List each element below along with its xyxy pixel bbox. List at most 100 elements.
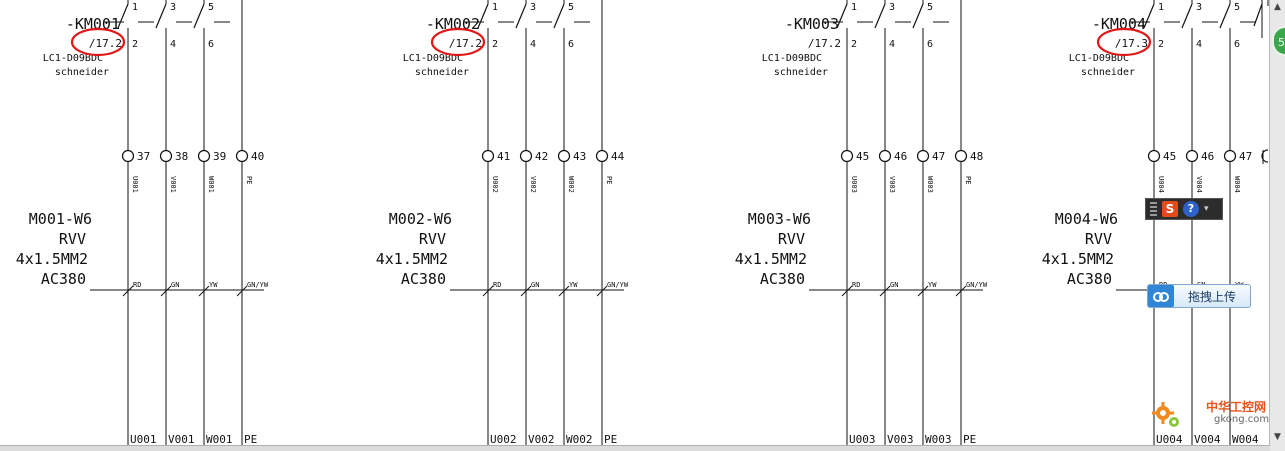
core-color: YW [928,281,937,289]
terminal-number: 45 [856,150,869,163]
pole-number-bottom: 4 [530,39,536,50]
pole-number-top: 5 [208,2,214,13]
contact-blade [155,3,167,29]
bottom-wire-label: V001 [168,433,195,446]
bottom-wire-label: W003 [925,433,952,446]
terminal-number: 48 [970,150,983,163]
pole-number-bottom: 6 [927,39,933,50]
contact-blade [1253,3,1263,27]
cable-voltage: AC380 [760,270,805,288]
core-break-mark [122,285,134,297]
bottom-wire-label: PE [244,433,257,446]
core-break-mark [198,285,210,297]
pole-number-bottom: 2 [1158,39,1164,50]
wire-label: W002 [567,176,575,193]
ime-logo-icon[interactable]: S [1162,201,1178,217]
core-break-mark [841,285,853,297]
wire-label: PE [964,176,972,184]
pole-number-top: 1 [132,2,138,13]
terminal-number: 46 [1201,150,1214,163]
terminal-circle [519,149,533,163]
terminal-circle [595,149,609,163]
core-break-mark [236,285,248,297]
vertical-scrollbar[interactable]: ▲ ▼ [1269,0,1285,451]
gear-icon [1152,402,1179,427]
cable-name: M002-W6 [389,210,452,228]
contactor-tag: -KM003 [785,15,839,33]
terminal-circle [1261,149,1269,163]
cable-voltage: AC380 [1067,270,1112,288]
terminal-number: 47 [1239,150,1252,163]
core-color: GN/YW [966,281,988,289]
menu-caret-icon[interactable]: ▾ [1204,204,1209,214]
terminal-number: 40 [251,150,264,163]
pole-number-top: 3 [1196,2,1202,13]
cloud-upload-icon [1148,285,1174,307]
cable-name: M001-W6 [29,210,92,228]
contactor-maker: schneider [774,67,828,78]
bottom-wire-label: U002 [490,433,517,446]
terminal-circle [557,149,571,163]
contactor-model: LC1-D09BDC [43,53,103,64]
contact-blade [193,3,205,29]
arrow-up-icon[interactable]: ▲ [1274,2,1281,12]
cable-type: RVV [59,230,86,248]
core-break-mark [955,285,967,297]
contact-blade [477,3,489,29]
wire-label: U002 [491,176,499,193]
cable-size: 4x1.5MM2 [376,250,448,268]
pole-number-top: 1 [1158,2,1164,13]
core-break-mark [558,285,570,297]
cross-reference: /17.2 [89,37,122,50]
terminal-number: 44 [611,150,625,163]
wire-label: W001 [207,176,215,193]
watermark-title: 中华工控网 [1206,400,1267,414]
bottom-wire-label: W002 [566,433,593,446]
contact-blade [553,3,565,29]
terminal-number: 43 [573,150,586,163]
bottom-wire-label: U001 [130,433,157,446]
wire-label: U003 [850,176,858,193]
terminal-number: 45 [1163,150,1176,163]
core-color: RD [852,281,860,289]
terminal-circle [1147,149,1161,163]
pole-number-bottom: 2 [851,39,857,50]
terminal-number: 46 [894,150,907,163]
core-color: RD [133,281,141,289]
pole-number-top: 1 [851,2,857,13]
terminal-number: 38 [175,150,188,163]
wire-label: V004 [1195,176,1203,193]
horizontal-scrollbar[interactable] [0,445,1270,451]
bottom-wire-label: PE [604,433,617,446]
core-color: GN/YW [247,281,269,289]
core-color: GN [531,281,539,289]
cable-voltage: AC380 [41,270,86,288]
contact-blade [1143,3,1155,29]
core-color: GN [171,281,179,289]
wire-label: W004 [1233,176,1241,193]
wire-label: U001 [131,176,139,193]
help-icon[interactable]: ? [1183,201,1199,217]
cable-size: 4x1.5MM2 [735,250,807,268]
drag-upload-button[interactable]: 拖拽上传 [1147,284,1251,308]
pole-number-top: 5 [1234,2,1240,13]
watermark-domain: gkong.com [1214,414,1270,425]
core-color: GN/YW [607,281,629,289]
terminal-number: 37 [137,150,150,163]
terminal-circle [1185,149,1199,163]
core-color: GN [890,281,898,289]
pole-number-bottom: 6 [208,39,214,50]
core-break-mark [917,285,929,297]
core-break-mark [596,285,608,297]
contact-blade [117,3,129,29]
handwritten-circle-mark [1096,27,1152,57]
pole-number-bottom: 4 [170,39,176,50]
terminal-circle [159,149,173,163]
wire-label: V002 [529,176,537,193]
arrow-down-icon[interactable]: ▼ [1274,432,1281,442]
ime-toolbar[interactable]: S ? ▾ [1145,198,1223,220]
cable-type: RVV [419,230,446,248]
wire-label: W003 [926,176,934,193]
drag-grip-icon[interactable] [1150,202,1157,216]
